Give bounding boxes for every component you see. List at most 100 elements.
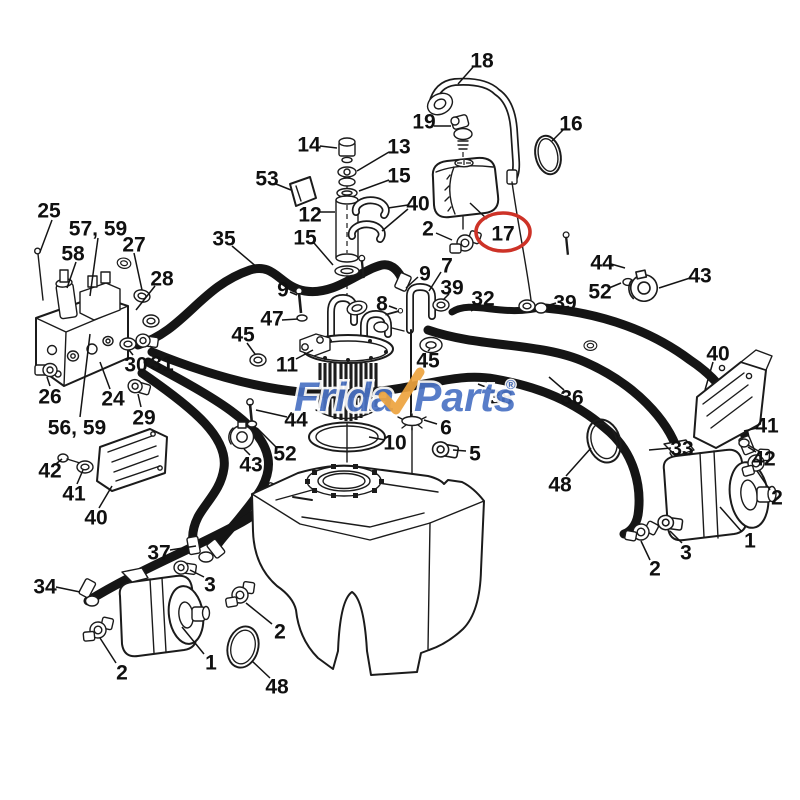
part-label-52: 52: [588, 281, 611, 304]
leader-line: [704, 361, 714, 391]
leader-line: [89, 237, 99, 297]
part-label-44: 44: [284, 409, 308, 432]
leader-line: [428, 271, 442, 292]
part-label-13: 13: [387, 136, 410, 159]
leader-line: [640, 540, 651, 561]
leader-line: [435, 232, 453, 241]
leader-line: [76, 469, 84, 485]
part-label-40: 40: [84, 507, 107, 530]
part-label-15: 15: [293, 227, 317, 250]
watermark-check-icon: [378, 367, 425, 415]
leader-line: [181, 626, 205, 655]
part-label-10: 10: [383, 432, 406, 455]
part-label-38: 38: [489, 387, 513, 410]
clamp-top-right: [562, 230, 661, 305]
leader-line: [565, 447, 592, 477]
leader-line: [423, 419, 438, 425]
part-label-5: 5: [469, 443, 481, 466]
part-label-6: 6: [440, 417, 452, 440]
part-label-42: 42: [752, 448, 775, 471]
part-label-2: 2: [771, 487, 783, 510]
part-label-3: 3: [204, 574, 216, 597]
leader-line: [387, 204, 409, 209]
part-label-12: 12: [298, 204, 321, 227]
part-label-2: 2: [274, 621, 286, 644]
oring-48-left: [221, 621, 265, 673]
leader-line: [55, 586, 81, 593]
leader-line: [149, 345, 158, 355]
part-label-9: 9: [277, 279, 289, 302]
dipstick-stack: [289, 137, 390, 296]
right-pump: [623, 439, 777, 546]
leader-line: [545, 302, 557, 307]
leader-line: [319, 145, 338, 149]
leader-line: [99, 637, 117, 664]
leader-line: [135, 285, 156, 311]
leader-line: [295, 349, 314, 360]
leader-line: [356, 151, 390, 172]
part-label-58: 58: [61, 243, 85, 266]
leader-line: [169, 545, 197, 551]
leader-line: [245, 602, 273, 625]
part-label-15: 15: [387, 165, 411, 188]
part-label-37: 37: [147, 542, 170, 565]
leader-line: [251, 660, 271, 679]
part-label-52: 52: [273, 443, 296, 466]
part-label-18: 18: [470, 50, 494, 73]
part-label-2: 2: [422, 218, 434, 241]
left-pump: [81, 551, 259, 658]
leader-line: [46, 376, 51, 387]
part-label-19: 19: [412, 111, 435, 134]
part-label-40: 40: [706, 343, 729, 366]
part-label-47: 47: [260, 308, 283, 331]
part-label-2: 2: [649, 558, 661, 581]
part-label-32: 32: [471, 288, 494, 311]
part-label-39: 39: [553, 292, 576, 315]
part-label-28: 28: [150, 268, 174, 291]
leader-line: [470, 305, 481, 312]
part-label-27: 27: [122, 234, 145, 257]
part-label-7: 7: [441, 255, 453, 278]
part-label-34: 34: [33, 576, 57, 599]
leader-line: [368, 436, 386, 441]
leader-line: [381, 208, 409, 232]
part-label-48: 48: [548, 474, 572, 497]
leader-line: [457, 65, 475, 85]
leader-line: [548, 376, 565, 391]
part-label-14: 14: [297, 134, 321, 157]
part-label-29: 29: [132, 407, 155, 430]
part-label-36: 36: [560, 387, 583, 410]
part-label-41: 41: [62, 483, 86, 506]
watermark-text-2: Parts: [414, 374, 517, 420]
watermark-reg-mark: ®: [506, 377, 516, 392]
leader-line: [79, 333, 91, 418]
leader-line: [551, 129, 564, 142]
part-label-1: 1: [205, 652, 217, 675]
part-label-45: 45: [416, 350, 440, 373]
leader-line: [743, 427, 758, 432]
leader-line: [719, 506, 743, 533]
part-label-56-59: 56, 59: [48, 417, 106, 440]
part-label-40: 40: [406, 193, 429, 216]
leader-line: [358, 179, 390, 192]
leader-line: [658, 277, 691, 289]
leader-line: [289, 291, 298, 296]
part-label-39: 39: [440, 277, 463, 300]
part-label-25: 25: [37, 200, 61, 223]
leader-line: [137, 393, 142, 408]
part-label-53: 53: [255, 168, 278, 191]
part-label-33: 33: [670, 438, 693, 461]
leader-line: [39, 219, 53, 253]
part-label-45: 45: [231, 324, 255, 347]
part-label-31: 31: [150, 353, 174, 376]
watermark: Frida Parts ®: [292, 367, 519, 423]
part-label-41: 41: [755, 415, 779, 438]
leader-line: [133, 252, 143, 291]
leader-line: [608, 282, 622, 289]
part-label-57-59: 57, 59: [69, 218, 127, 241]
leader-line: [477, 383, 494, 391]
highlight-circle-17: [474, 211, 532, 253]
